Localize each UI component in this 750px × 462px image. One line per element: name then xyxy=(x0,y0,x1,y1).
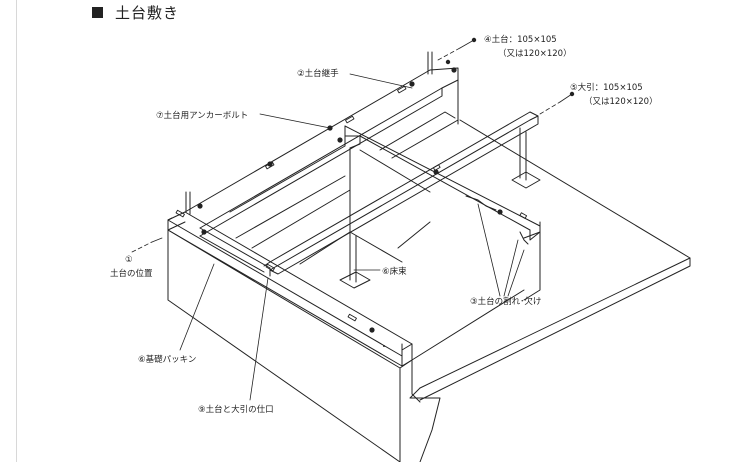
inner-walls xyxy=(235,111,459,265)
label-position-num: ① xyxy=(125,255,133,265)
page-left-border xyxy=(16,0,17,462)
sill-front-left xyxy=(167,211,413,367)
anchor-bolt-left xyxy=(185,191,191,215)
bolt-dots xyxy=(197,37,575,333)
label-dodai-size-alt: （又は120×120） xyxy=(498,48,572,59)
label-packing: ⑥基礎パッキン xyxy=(138,354,196,365)
heading-title: 土台敷き xyxy=(115,3,180,22)
sill-inner xyxy=(199,135,361,277)
label-anchor: ⑦土台用アンカーボルト xyxy=(156,110,248,121)
section-heading: 土台敷き xyxy=(92,2,179,22)
label-dodai-size: ④土台：105×105 xyxy=(484,34,557,45)
sill-slots xyxy=(175,85,528,322)
label-shikuchi: ⑨土台と大引の仕口 xyxy=(198,404,274,415)
anchor-bolt-back xyxy=(427,51,433,75)
floor-post-left xyxy=(339,231,371,289)
label-crack: ③土台の割れ･欠け xyxy=(470,296,541,307)
label-joint: ②土台継手 xyxy=(297,68,339,79)
heading-square-bullet xyxy=(92,6,103,18)
bolt-dot-bottom xyxy=(383,345,385,347)
label-position: 土台の位置 xyxy=(110,268,153,279)
sill-right xyxy=(199,87,541,241)
floor-slab xyxy=(409,119,691,462)
leader-lines xyxy=(151,39,573,401)
sill-back-left xyxy=(167,67,459,229)
label-obiki-size: ⑤大引：105×105 xyxy=(570,82,643,93)
obiki-beam xyxy=(263,111,539,275)
dashed-guides xyxy=(131,47,561,253)
label-obiki-size-alt: （又は120×120） xyxy=(584,96,658,107)
label-floor-post: ⑥床束 xyxy=(382,266,407,277)
crack-marks xyxy=(465,195,529,245)
floor-post-right xyxy=(511,127,541,189)
